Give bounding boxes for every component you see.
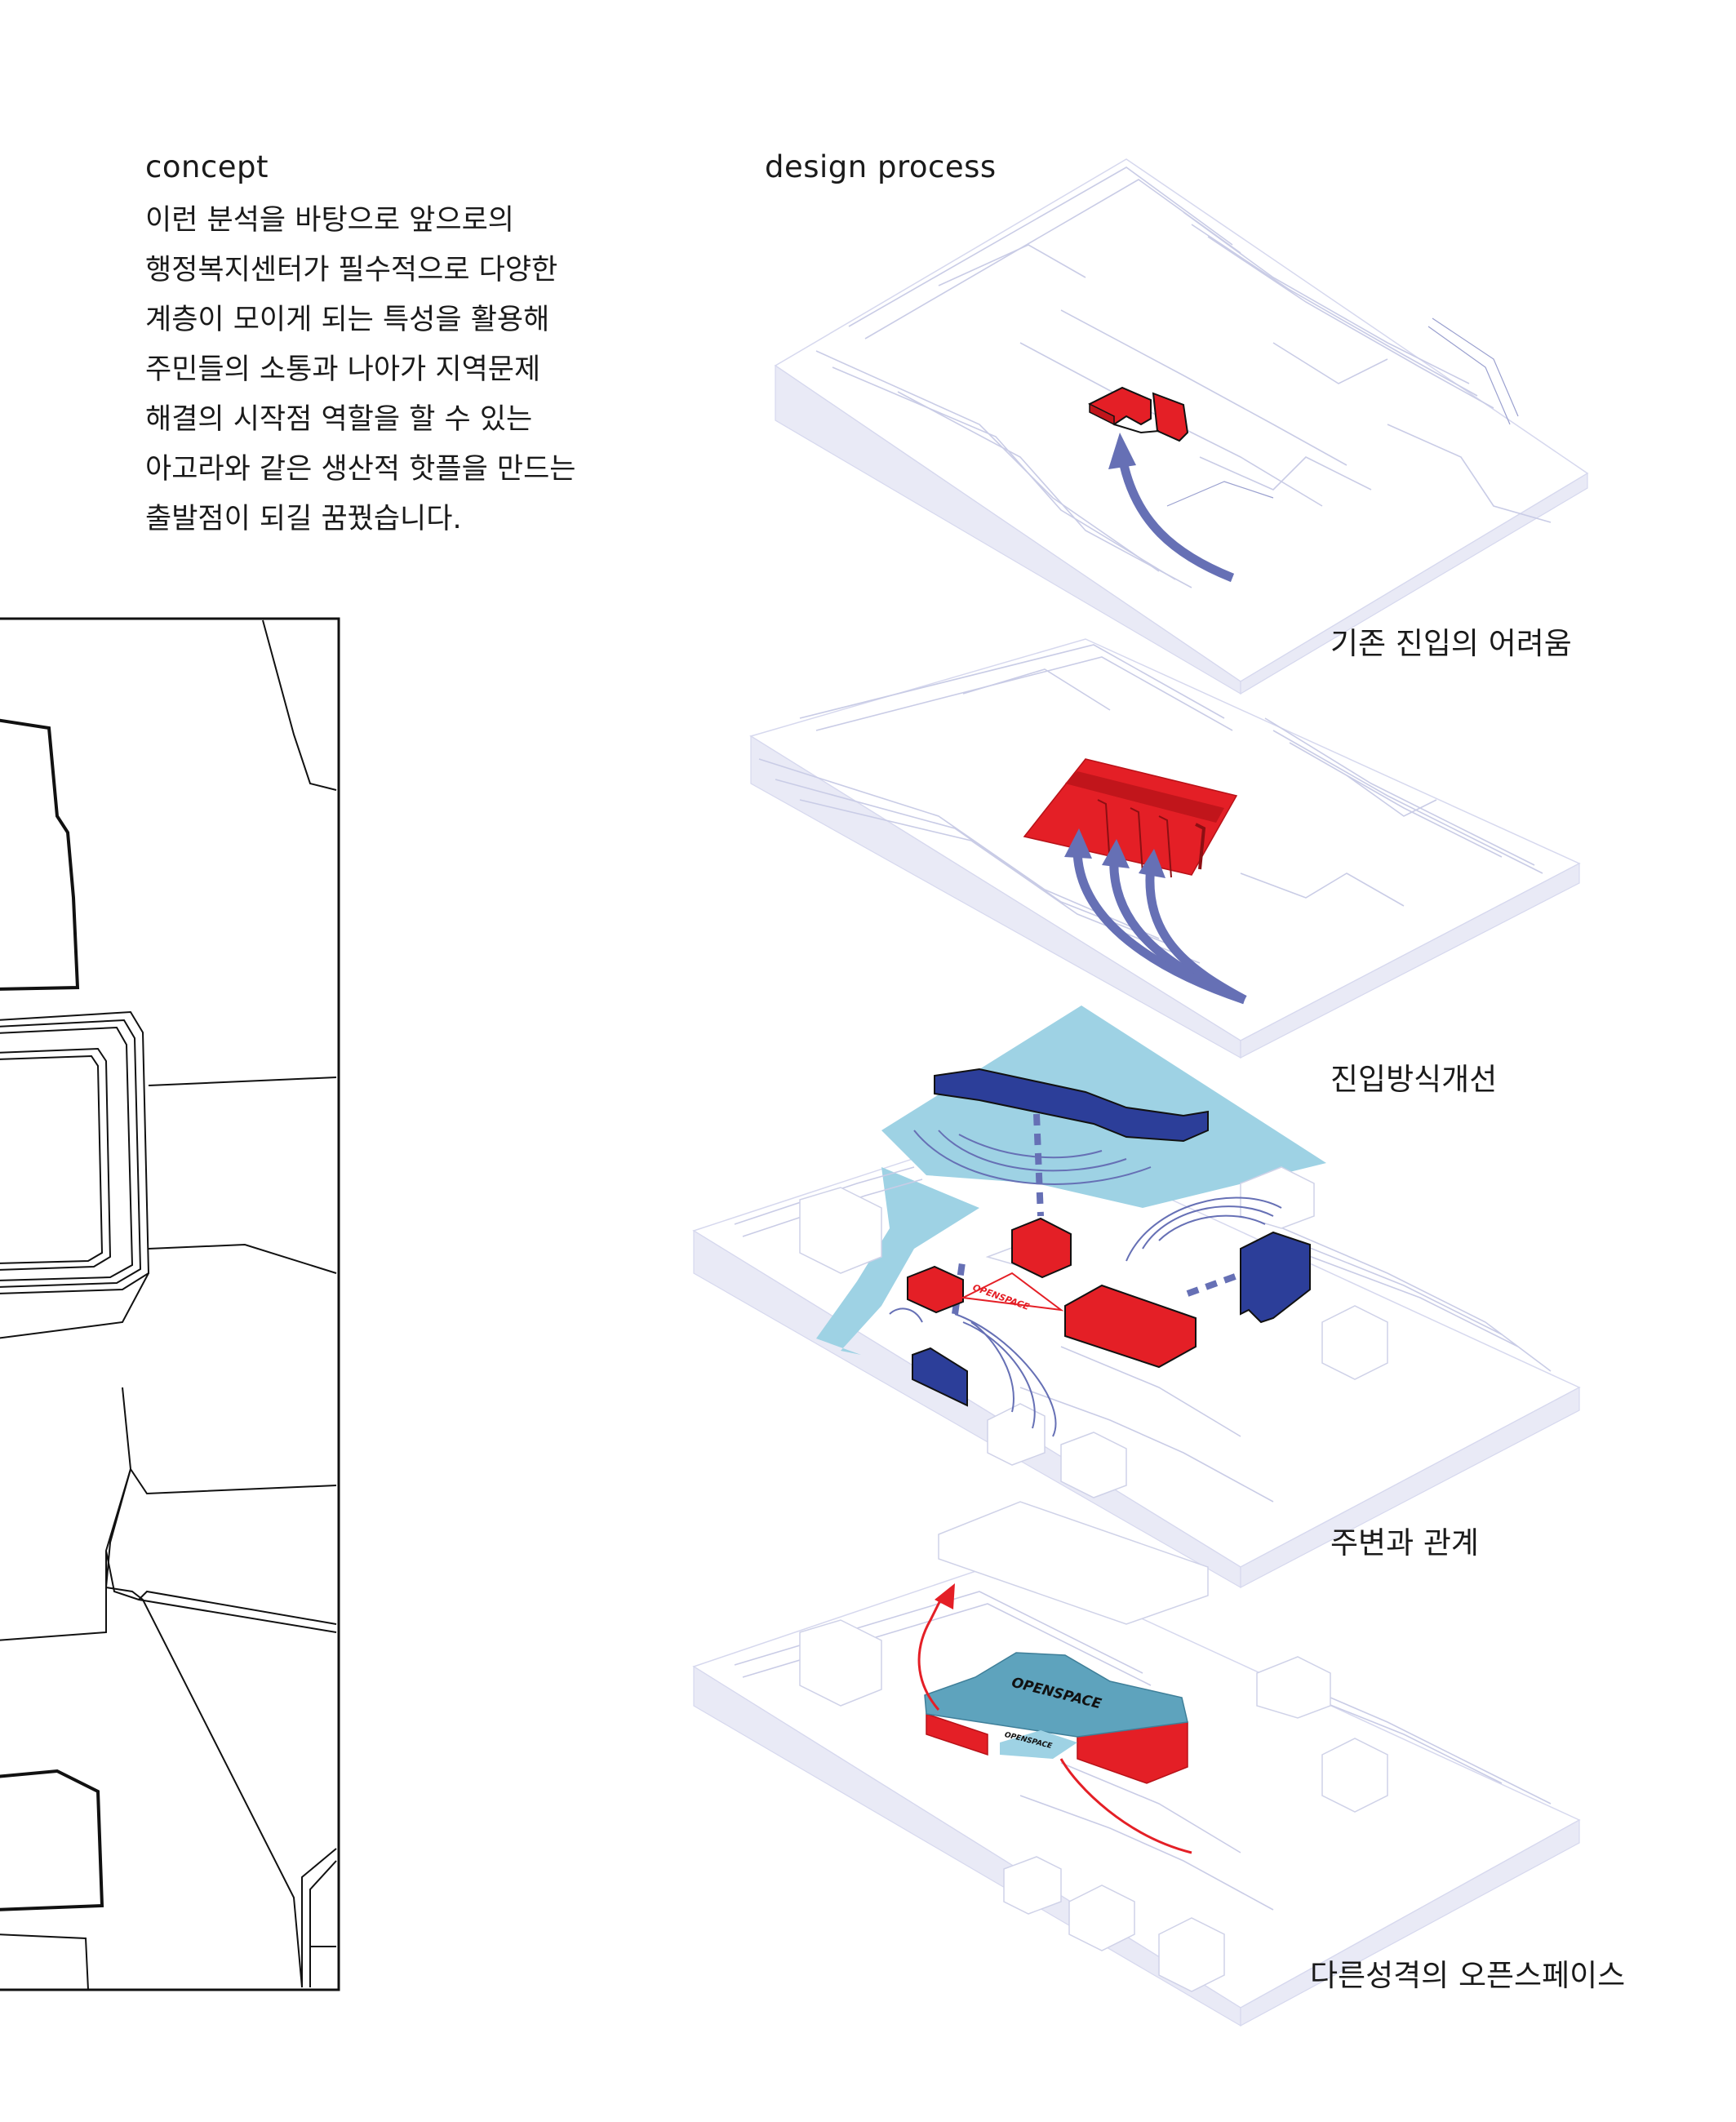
road-edge bbox=[262, 619, 337, 791]
diagram-2-improved-access bbox=[749, 638, 1581, 1059]
concept-body: 이런 분석을 바탕으로 앞으로의 행정복지센터가 필수적으로 다양한 계층이 모… bbox=[145, 196, 576, 544]
concept-line: 출발점이 되길 꿈꿨습니다. bbox=[145, 503, 462, 535]
concept-line: 이런 분석을 바탕으로 앞으로의 bbox=[145, 204, 514, 237]
concept-line: 주민들의 소통과 나아가 지역문제 bbox=[145, 353, 541, 386]
topo-rings bbox=[0, 1010, 150, 1294]
step-caption-4: 다른성격의 오픈스페이스 bbox=[1310, 1958, 1626, 1993]
concept-line: 아고라와 같은 생산적 핫플을 만드는 bbox=[145, 453, 576, 486]
site-block-lower bbox=[0, 1769, 104, 1911]
concept-title: concept bbox=[145, 149, 269, 184]
step-caption-1: 기존 진입의 어려움 bbox=[1330, 626, 1572, 661]
site-plan-frame bbox=[0, 617, 340, 1991]
concept-line: 해결의 시작점 역할을 할 수 있는 bbox=[145, 403, 533, 436]
concept-line: 계층이 모이게 되는 특성을 활용해 bbox=[145, 304, 550, 336]
diagram-1-existing-access bbox=[774, 158, 1589, 695]
diagram-4-openspace bbox=[692, 1501, 1581, 2027]
site-block-upper bbox=[0, 718, 80, 991]
step-caption-3: 주변과 관계 bbox=[1330, 1525, 1479, 1560]
diagram-3-surroundings bbox=[692, 1006, 1581, 1589]
road-lines bbox=[0, 1077, 337, 1988]
step-caption-2: 진입방식개선 bbox=[1330, 1062, 1498, 1097]
design-process-title: design process bbox=[765, 149, 997, 184]
concept-line: 행정복지센터가 필수적으로 다양한 bbox=[145, 254, 558, 286]
site-plan bbox=[0, 617, 340, 1991]
